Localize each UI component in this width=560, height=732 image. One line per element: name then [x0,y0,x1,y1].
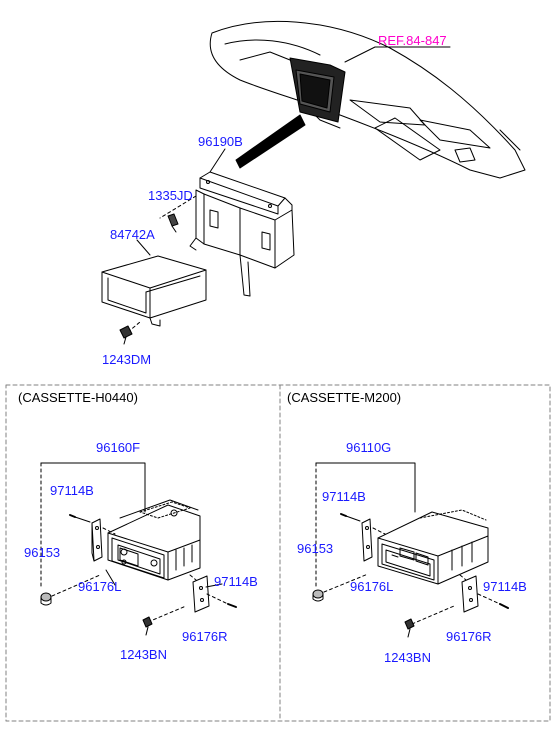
clip-leader [159,195,197,219]
left-label-knob: 96153 [24,545,61,560]
left-screw [142,616,153,636]
right-label-bolt-upper: 97114B [322,489,366,504]
right-screw [404,618,415,638]
right-label-knob: 96153 [297,541,334,556]
label-screw-top: 1243DM [102,352,152,367]
right-label-bracket-l: 96176L [350,579,394,594]
right-audio-unit [315,462,489,589]
ref-leader [344,46,451,63]
right-label-bracket-r: 96176R [446,629,492,644]
mounting-bracket [189,171,295,297]
right-label-audio-unit: 96110G [346,440,392,455]
label-bracket: 96190B [198,134,243,149]
left-label-bracket-l: 96176L [78,579,122,594]
screw-1243dm [119,325,133,345]
right-knob [312,589,324,602]
left-label-bracket-r: 96176R [182,629,228,644]
left-panel-caption: (CASSETTE-H0440) [18,390,138,405]
left-label-bolt-upper: 97114B [50,483,94,498]
right-label-screw: 1243BN [384,650,431,665]
label-pocket: 84742A [110,227,155,242]
radio-opening [289,57,346,123]
left-knob [40,592,52,606]
right-bracket-l [361,518,373,562]
right-label-bolt-right: 97114B [483,579,527,594]
left-audio-unit [40,462,201,589]
clip-part [167,213,179,233]
left-label-screw: 1243BN [120,647,167,662]
right-panel-caption: (CASSETTE-M200) [287,390,402,405]
left-bracket-l [91,518,103,562]
right-bracket-r [461,575,479,613]
left-label-audio-unit: 96160F [96,440,141,455]
label-clip: 1335JD [148,188,193,203]
dashboard-panel [209,20,526,179]
ref-label: REF.84-847 [378,33,447,48]
panel-frames [5,384,551,722]
install-arrow [235,114,306,169]
storage-pocket [101,255,207,327]
left-bracket-r [192,575,210,613]
left-label-bolt-right: 97114B [214,574,258,589]
